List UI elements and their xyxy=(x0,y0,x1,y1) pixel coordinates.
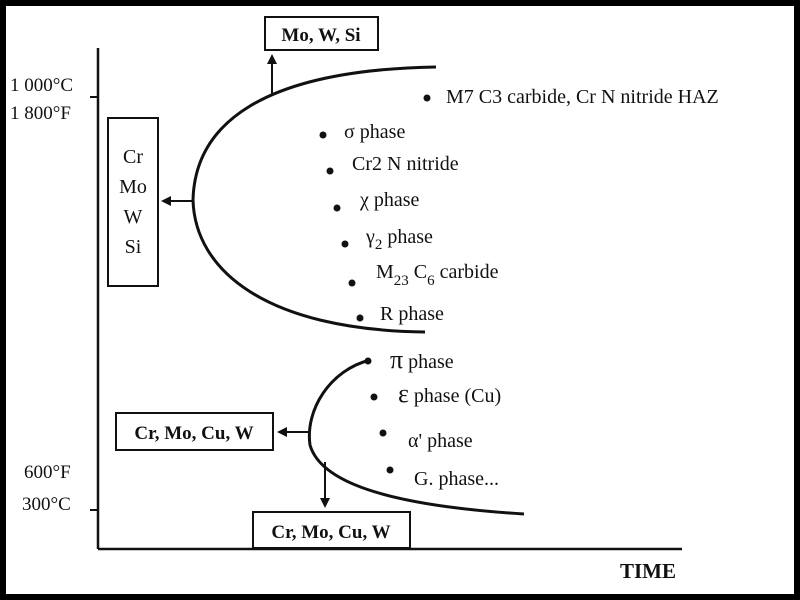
phase-label-epsilon: ε phase (Cu) xyxy=(398,379,501,408)
phase-label-r: R phase xyxy=(380,303,444,325)
x-axis-label: TIME xyxy=(620,559,676,583)
phase-label-gamma2: γ2 phase xyxy=(365,226,433,253)
phase-dot xyxy=(348,279,356,287)
top-element-box xyxy=(264,16,379,51)
phase-dot xyxy=(333,204,341,212)
phase-label-chi: χ phase xyxy=(359,189,420,211)
phase-label-m23c6: M23 C6 carbide xyxy=(376,261,499,289)
phase-dot xyxy=(326,167,334,175)
phase-dot xyxy=(364,357,372,365)
left-box-line-mo: Mo xyxy=(119,176,147,198)
lower-left-element-box xyxy=(115,412,274,451)
y-tick-label-600f: 600°F xyxy=(24,462,71,483)
phase-dot xyxy=(386,466,394,474)
phase-dot xyxy=(341,240,349,248)
phase-dot xyxy=(319,131,327,139)
phase-label-alpha-prime: α' phase xyxy=(408,430,473,452)
phase-dot xyxy=(356,314,364,322)
phase-label-sigma: σ phase xyxy=(344,121,405,143)
lower-left-element-box-label: Cr, Mo, Cu, W xyxy=(134,423,253,444)
lower-bottom-element-box-label: Cr, Mo, Cu, W xyxy=(271,522,390,543)
lower-bottom-element-box xyxy=(252,511,411,549)
upper-c-curve xyxy=(191,65,437,334)
y-tick-label-300c: 300°C xyxy=(22,494,71,515)
phase-dot xyxy=(423,94,431,102)
left-box-line-cr: Cr xyxy=(123,146,143,168)
top-element-box-label: Mo, W, Si xyxy=(281,25,360,46)
phase-label-pi: π phase xyxy=(390,345,454,374)
phase-label-g: G. phase... xyxy=(414,468,499,490)
phase-label-cr2n: Cr2 N nitride xyxy=(352,153,459,175)
left-box-line-si: Si xyxy=(125,236,142,258)
diagram-frame xyxy=(6,6,794,594)
phase-dot xyxy=(379,429,387,437)
left-element-box xyxy=(107,117,159,287)
phase-dot xyxy=(370,393,378,401)
left-box-line-w: W xyxy=(124,206,143,228)
y-tick-label-1800f: 1 800°F xyxy=(10,103,71,124)
y-tick-label-1000c: 1 000°C xyxy=(10,75,73,96)
phase-label-m7c3: M7 C3 carbide, Cr N nitride HAZ xyxy=(446,86,719,108)
lower-c-curve xyxy=(307,358,525,516)
